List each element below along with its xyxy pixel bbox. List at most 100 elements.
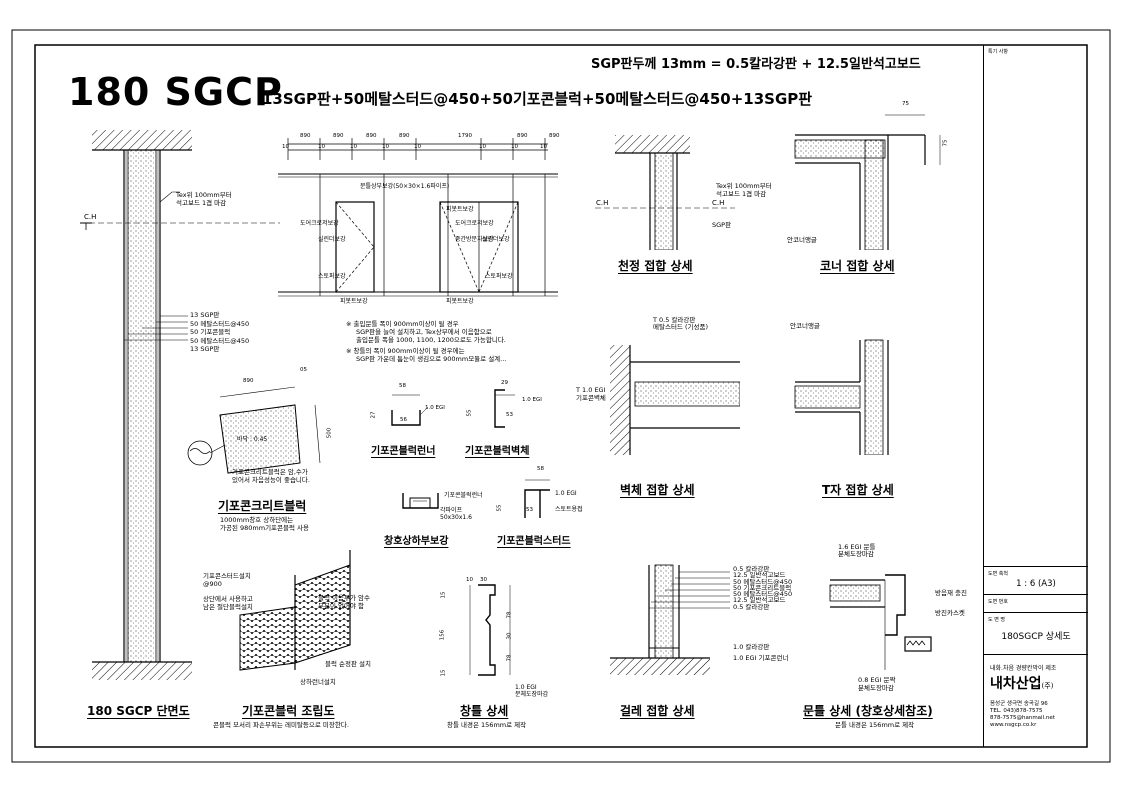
elevation-label: 스토퍼보강 bbox=[485, 273, 513, 280]
base-layer: 12.5 일반석고보드 bbox=[733, 571, 786, 580]
dim-label: 890 bbox=[549, 133, 560, 139]
window-frame-dim: 15 bbox=[440, 669, 447, 677]
window-frame-egi: 1.0 EGI 분체도장마감 bbox=[515, 684, 548, 698]
door-frame-label: 1.6 EGI 문틀 bbox=[838, 543, 876, 551]
elevation-label: 도어크로저보강 bbox=[300, 220, 339, 227]
door-frame-label: 분체도장마감 bbox=[858, 684, 894, 692]
assembly-label: 블럭 이음부가 암수 bbox=[318, 594, 370, 602]
section-tex-note-line2: 석고보드 1겹 마감 bbox=[176, 199, 227, 207]
note-line: 석고보드 1겹 마감 bbox=[716, 190, 767, 198]
company-email: 878-7575@hanmail.net bbox=[990, 715, 1055, 721]
elevation-label: 실린더보강 bbox=[482, 236, 510, 243]
company-web: www.nsgcp.co.kr bbox=[990, 722, 1037, 728]
stud-dim: 58 bbox=[537, 466, 544, 472]
note-line: 출입문틀 폭을 1000, 1100, 1200으로도 가능합니다. bbox=[356, 336, 506, 344]
window-frame-dim: 15 bbox=[440, 591, 447, 599]
note-line: 분체도장마감 bbox=[515, 691, 549, 698]
base-layer: 12.5 일반석고보드 bbox=[733, 596, 786, 605]
corner-dim: 75 bbox=[942, 139, 949, 147]
composition-title: 13SGP판+50메탈스터드@450+50기포콘블럭+50메탈스터드@450+1… bbox=[262, 90, 813, 108]
scale-key: 도면 축척 bbox=[988, 571, 1008, 577]
base-layer: 50 메탈스터드@450 bbox=[733, 590, 793, 599]
section-layer: 50 메탈스터드@450 bbox=[190, 319, 250, 328]
wall-joint-caption: 벽체 접합 상세 bbox=[620, 483, 695, 497]
window-reinf-caption: 창호상하부보강 bbox=[384, 536, 449, 547]
section-tex-note: Tex위 100mm부터 석고보드 1겹 마감 bbox=[176, 191, 232, 207]
company-cell: 내화.차음 경량칸막이 제조 내차산업(주) 음성군 생극면 송곡길 96 TE… bbox=[984, 655, 1088, 747]
ceiling-sgp: SGP판 bbox=[712, 221, 732, 229]
wall-joint-label: 기포콘벽체 bbox=[576, 394, 606, 402]
block-dim-t: 05 bbox=[300, 367, 307, 373]
window-frame-dim: 10 bbox=[466, 577, 473, 583]
ceiling-joint-drawing bbox=[595, 135, 735, 250]
dim-label: 10 bbox=[540, 144, 547, 150]
company-name: 내차산업 bbox=[990, 676, 1042, 692]
window-frame-drawing bbox=[469, 584, 511, 676]
elevation-label: 도어크로저보강 bbox=[455, 220, 494, 227]
elevation-label: 중간방문자보강 bbox=[455, 236, 494, 243]
wallbody-dim: 55 bbox=[466, 409, 473, 417]
elevation-label: 문틀상부보강(50×30×1.6파이프) bbox=[360, 183, 450, 190]
section-layer: 13 SGP판 bbox=[190, 345, 220, 353]
elevation-label: 스토퍼보강 bbox=[318, 273, 346, 280]
block-dim-w: 890 bbox=[243, 378, 254, 384]
elevation-label: 피봇트보강 bbox=[340, 298, 368, 305]
wall-joint-label: 메탈스터드 (기성품) bbox=[653, 323, 708, 331]
runner-caption: 기포콘블럭런너 bbox=[371, 446, 436, 457]
note-line: 기포콘크리트블럭은 암,수가 bbox=[232, 468, 308, 476]
section-tex-note-line1: Tex위 100mm부터 bbox=[176, 191, 232, 199]
dim-label: 10 bbox=[350, 144, 357, 150]
assembly-label: @900 bbox=[203, 580, 222, 588]
runner-dim: 27 bbox=[370, 411, 377, 419]
main-title: 180 SGCP bbox=[68, 70, 283, 114]
remarks-key: 특기 사항 bbox=[988, 49, 1008, 55]
block-sub: 1000mm창호 상하단에는 가공된 980mm기포콘블럭 사용 bbox=[220, 516, 309, 532]
ceiling-ch: C.H bbox=[596, 199, 609, 207]
name-key: 도 면 명 bbox=[988, 617, 1005, 623]
base-layer: 0.5 칼라강판 bbox=[733, 565, 770, 573]
t-joint-caption: T자 접합 상세 bbox=[822, 483, 894, 497]
wallbody-dim: 29 bbox=[501, 380, 508, 386]
note-line: 있어서 차음성능이 좋습니다. bbox=[232, 476, 310, 484]
block-caption: 기포콘크리트블럭 bbox=[218, 499, 307, 513]
wallbody-egi: 1.0 EGI bbox=[522, 397, 542, 403]
stud-label: 스토트용접 bbox=[555, 506, 583, 513]
note-line: ※ 출입문틀 폭이 900mm이상이 될 경우 bbox=[346, 320, 459, 328]
elevation-label: 피봇트보강 bbox=[446, 206, 474, 213]
stud-caption: 기포콘블럭스터드 bbox=[497, 536, 571, 547]
door-frame-label: 방진카스켓 bbox=[935, 609, 965, 617]
t-joint-drawing bbox=[794, 339, 889, 455]
company-tel: TEL. 043)878-7575 bbox=[990, 708, 1043, 714]
door-frame-label: 방음재 충진 bbox=[935, 589, 967, 597]
section-ch-label: C.H bbox=[84, 213, 97, 221]
door-frame-caption: 문틀 상세 (창호상세참조) bbox=[803, 704, 933, 718]
window-reinf-drawing bbox=[402, 493, 439, 509]
base-caption: 걸레 접합 상세 bbox=[620, 704, 695, 718]
note-line: Tex위 100mm부터 bbox=[716, 182, 772, 190]
window-frame-dim: 30 bbox=[506, 632, 513, 640]
runner-dim: 56 bbox=[400, 417, 407, 423]
door-frame-label: 분체도장마감 bbox=[838, 550, 874, 558]
note-line: SGP판 가운데 틈눈이 생김으로 900mm모듈로 설계... bbox=[356, 355, 507, 363]
base-joint-drawing bbox=[610, 564, 730, 675]
section-view-drawing bbox=[80, 130, 280, 680]
window-reinf-label: 기포콘블럭런너 bbox=[444, 492, 483, 499]
elevation-notes: ※ 출입문틀 폭이 900mm이상이 될 경우 SGP판을 늘여 설치하고, T… bbox=[346, 320, 506, 363]
number-cell: 도면 번호 bbox=[984, 595, 1088, 613]
dim-label: 890 bbox=[399, 133, 410, 139]
runner-dim: 58 bbox=[399, 383, 406, 389]
note-line: 가공된 980mm기포콘블럭 사용 bbox=[220, 524, 310, 532]
company-mark: (주) bbox=[1041, 682, 1054, 690]
dim-label: 890 bbox=[333, 133, 344, 139]
dim-label: 10 bbox=[318, 144, 325, 150]
assembly-label: 부분이 없어야 함 bbox=[318, 602, 364, 610]
wall-joint-label: T 0.5 칼라강판 bbox=[653, 316, 696, 324]
window-reinf-label: 각파이프 bbox=[440, 507, 463, 514]
base-bottom-label: 1.0 EGI 기포콘런너 bbox=[733, 654, 789, 662]
assembly-caption: 기포콘블럭 조립도 bbox=[242, 704, 335, 718]
name-cell: 도 면 명 180SGCP 상세도 bbox=[984, 613, 1088, 655]
dim-label: 10 bbox=[282, 144, 289, 150]
assembly-drawing bbox=[239, 550, 351, 671]
base-layer-list: 0.5 칼라강판 12.5 일반석고보드 50 메탈스터드@450 50 기포콘… bbox=[733, 565, 793, 611]
window-frame-caption: 창틀 상세 bbox=[460, 704, 509, 718]
